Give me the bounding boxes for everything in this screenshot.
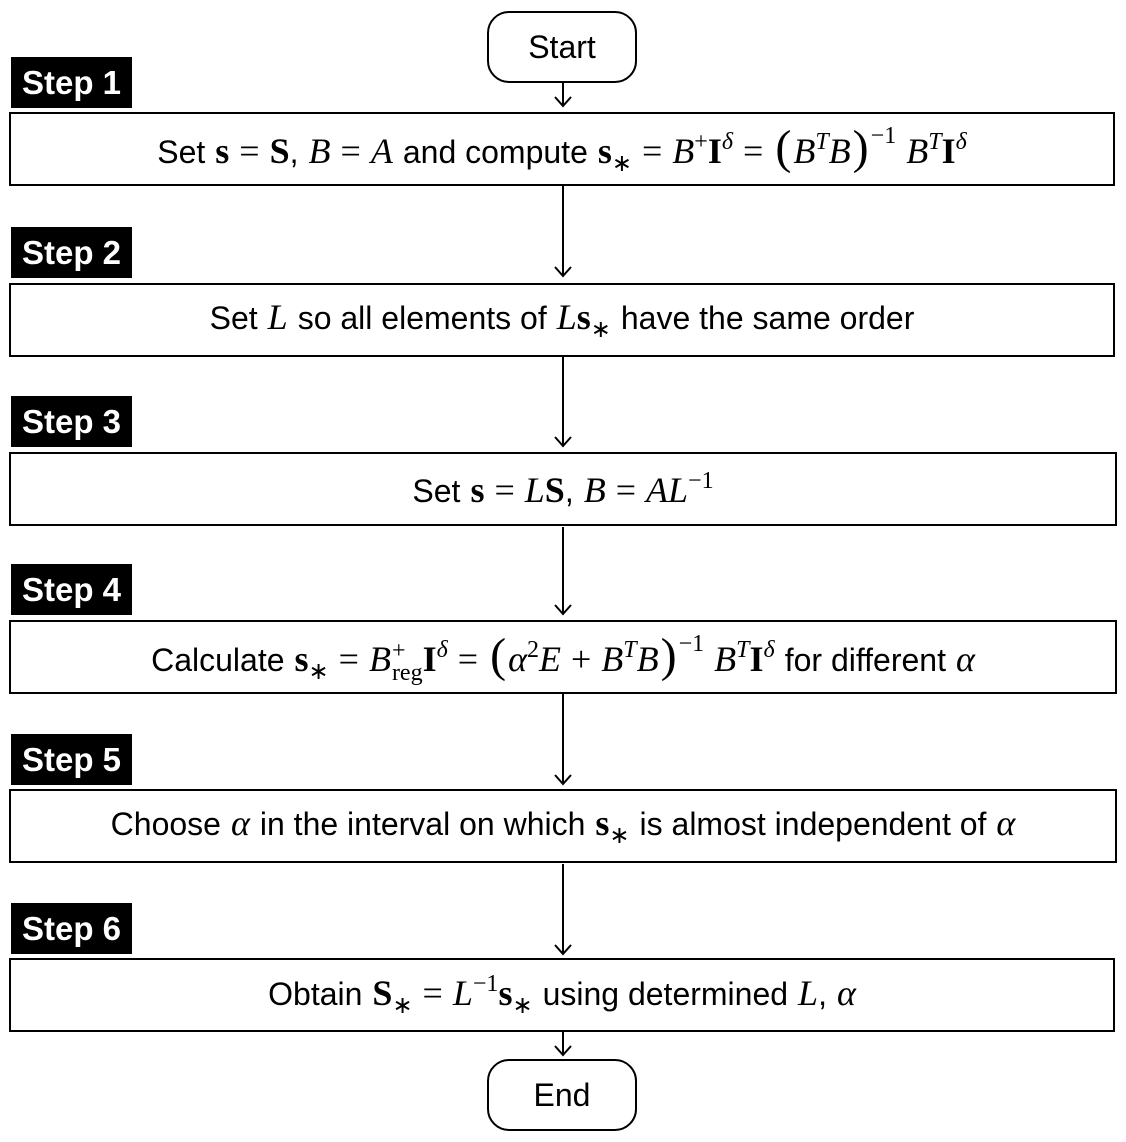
- step-2-tag: Step 2: [11, 227, 132, 278]
- end-node: End: [487, 1059, 637, 1131]
- step-4-tag: Step 4: [11, 564, 132, 615]
- start-label: Start: [528, 28, 596, 65]
- step-6-tag: Step 6: [11, 903, 132, 954]
- start-node: Start: [487, 11, 637, 83]
- step-5-tag: Step 5: [11, 734, 132, 785]
- step-1-tag: Step 1: [11, 57, 132, 108]
- end-label: End: [533, 1076, 591, 1113]
- step-3-tag: Step 3: [11, 396, 132, 447]
